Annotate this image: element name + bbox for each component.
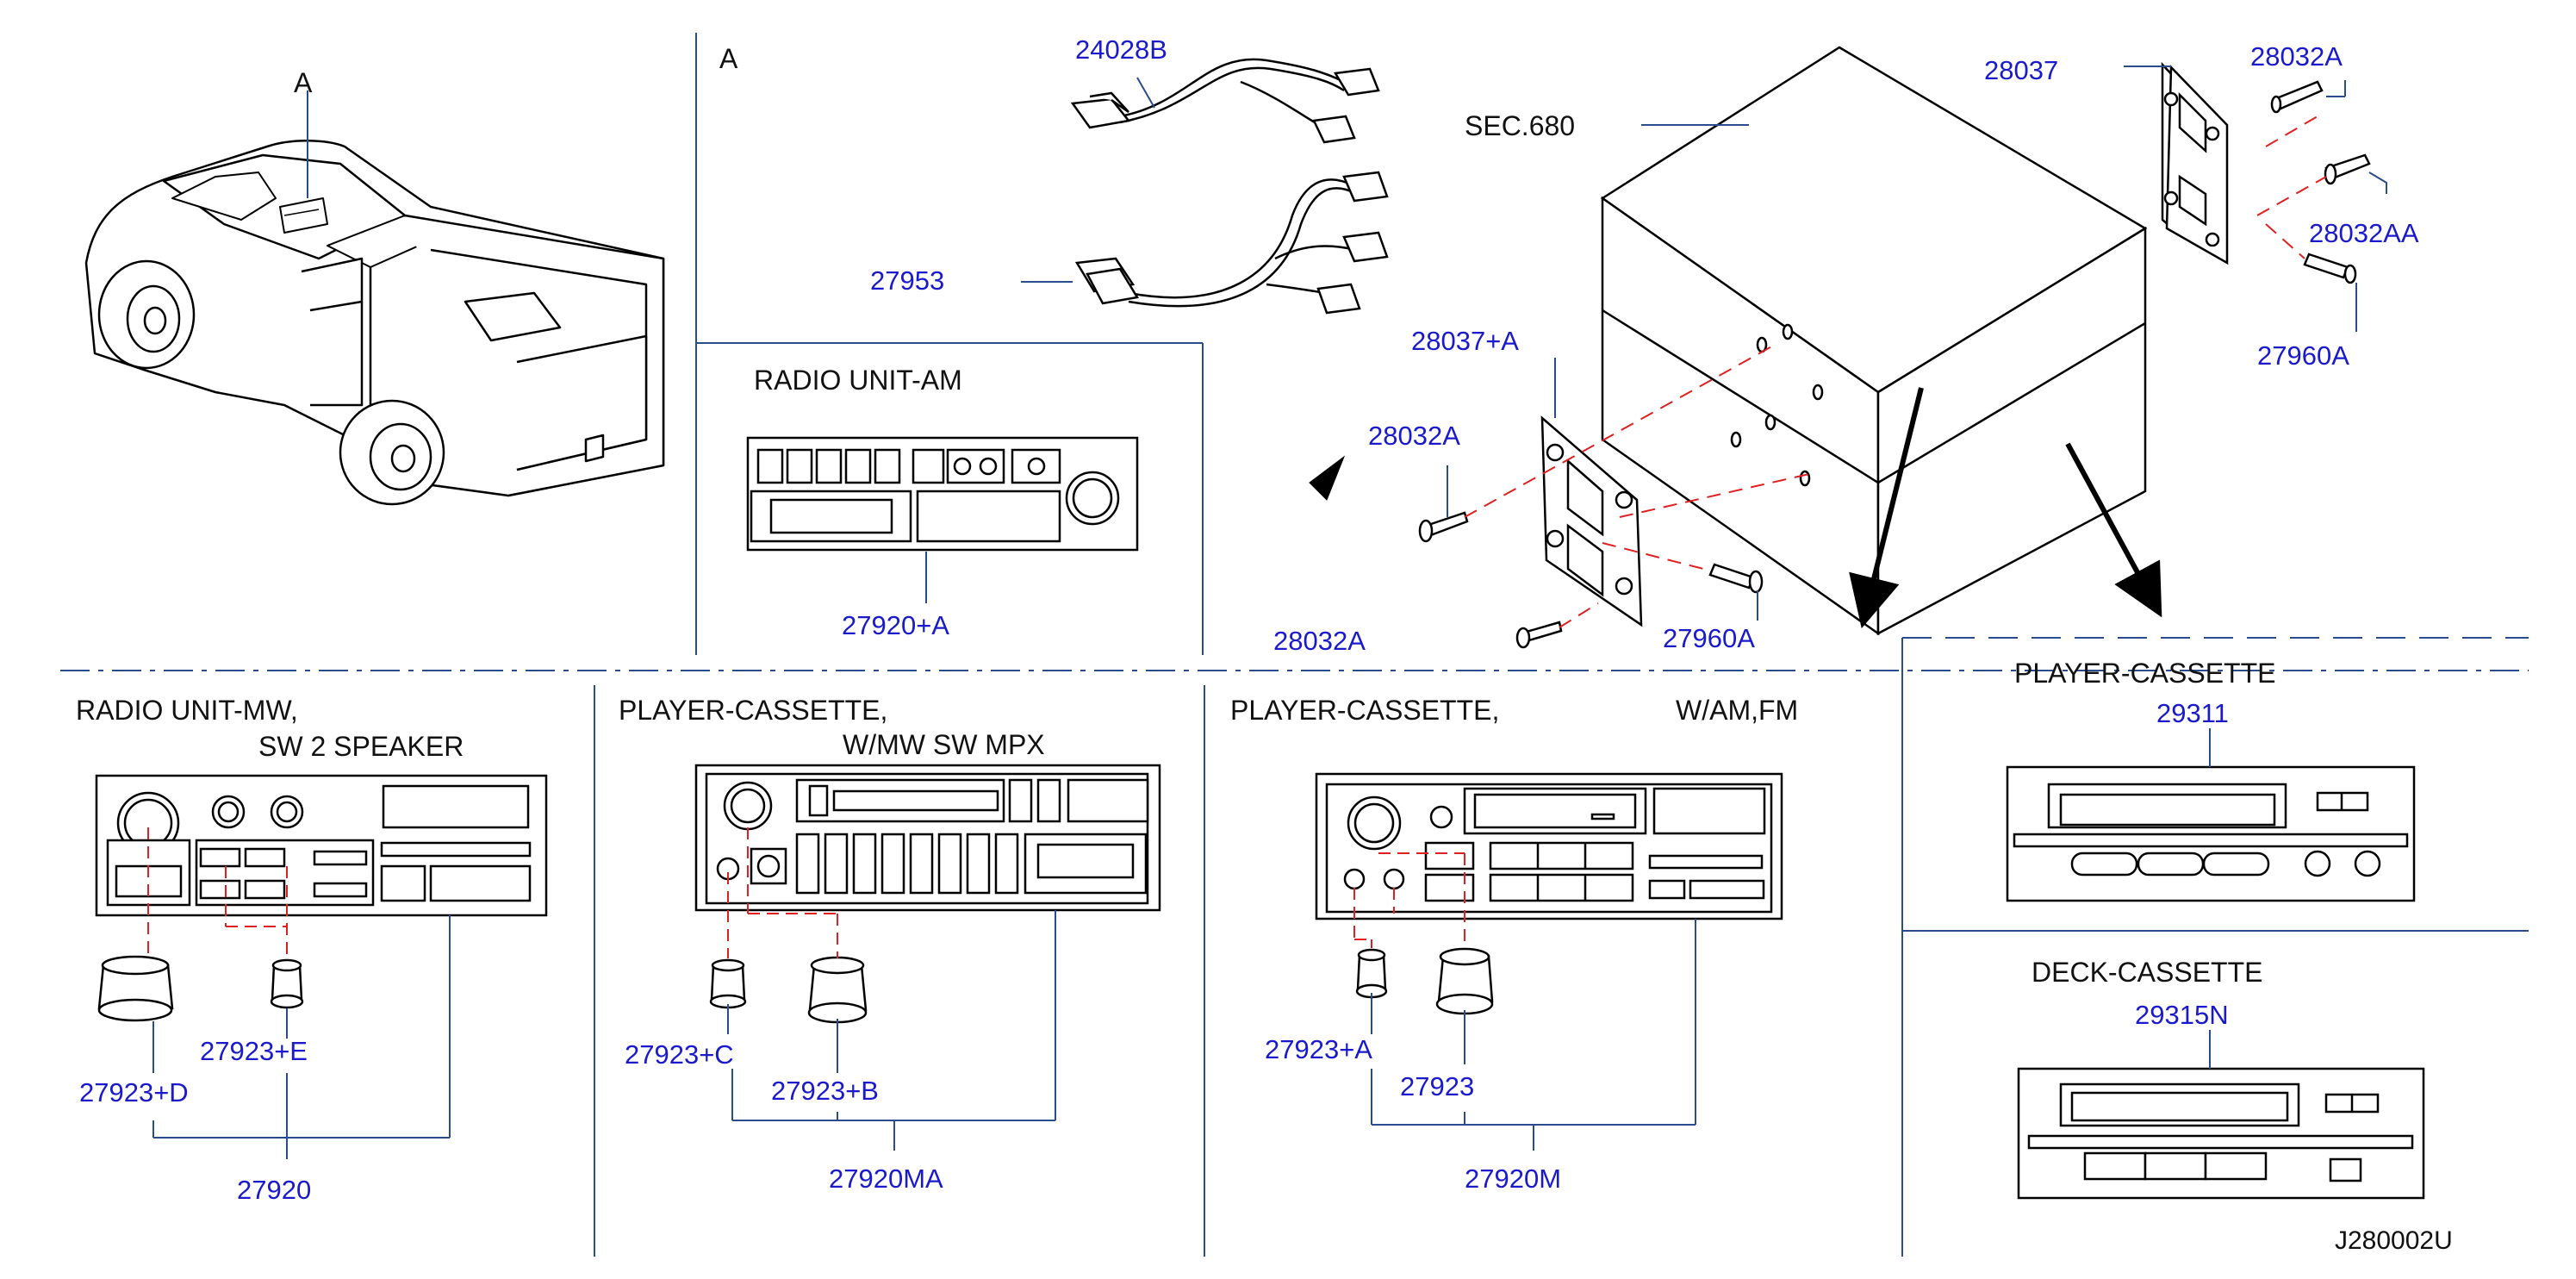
part-28032a-lower[interactable]: 28032A xyxy=(1273,626,1366,656)
direction-arrows xyxy=(1309,387,2162,629)
part-27920ma[interactable]: 27920MA xyxy=(829,1164,943,1194)
part-28032a-left[interactable]: 28032A xyxy=(1368,421,1460,451)
assembly-leader-lines xyxy=(1464,115,2327,628)
part-27923-e[interactable]: 27923+E xyxy=(200,1036,308,1066)
radio-unit-am-illustration xyxy=(746,436,1139,603)
screws xyxy=(1418,80,2371,649)
part-27953[interactable]: 27953 xyxy=(870,265,945,296)
part-27960a-top[interactable]: 27960A xyxy=(2257,340,2349,371)
radio-unit-mw-illustration xyxy=(95,774,548,1022)
player-cassette-title: PLAYER-CASSETTE xyxy=(2014,658,2276,689)
part-29311[interactable]: 29311 xyxy=(2156,698,2229,728)
part-28032aa[interactable]: 28032AA xyxy=(2309,218,2419,248)
mounting-bracket-rear xyxy=(2124,61,2229,265)
wiring-harness-24028b xyxy=(1070,58,1380,144)
part-27920m[interactable]: 27920M xyxy=(1465,1164,1562,1194)
section-a-label: A xyxy=(719,43,738,74)
cassette-amfm-illustration xyxy=(1315,772,1783,1015)
wiring-harness-27953 xyxy=(1021,171,1389,315)
radio-mw-title-1: RADIO UNIT-MW, xyxy=(76,695,298,726)
cassette-mpx-title-2: W/MW SW MPX xyxy=(843,729,1045,760)
radio-am-title: RADIO UNIT-AM xyxy=(754,365,962,396)
pickup-truck-illustration xyxy=(84,90,665,506)
part-27923-c[interactable]: 27923+C xyxy=(625,1039,734,1070)
part-24028b[interactable]: 24028B xyxy=(1075,34,1167,65)
part-29315n[interactable]: 29315N xyxy=(2135,1000,2229,1030)
part-27920[interactable]: 27920 xyxy=(237,1175,312,1205)
radio-mw-title-2: SW 2 SPEAKER xyxy=(258,731,464,762)
audio-unit-box-illustration xyxy=(1600,46,2148,636)
mounting-leader-lines xyxy=(1447,80,2387,621)
part-28032a-top[interactable]: 28032A xyxy=(2250,41,2343,72)
part-27920-a[interactable]: 27920+A xyxy=(842,610,949,640)
part-28037-a[interactable]: 28037+A xyxy=(1411,326,1519,356)
panel-dividers xyxy=(60,33,2529,1257)
cassette-amfm-leaders xyxy=(1353,852,1696,1151)
cassette-amfm-title-1: PLAYER-CASSETTE, xyxy=(1230,695,1500,726)
mounting-bracket-front xyxy=(1540,358,1643,627)
cassette-amfm-title-2: W/AM,FM xyxy=(1676,695,1799,726)
part-27923-a[interactable]: 27923+A xyxy=(1265,1034,1372,1064)
part-27923-b[interactable]: 27923+B xyxy=(771,1076,879,1106)
player-cassette-illustration xyxy=(2006,728,2416,902)
part-27923[interactable]: 27923 xyxy=(1400,1071,1475,1101)
deck-cassette-title: DECK-CASSETTE xyxy=(2032,957,2263,988)
radio-mw-leaders xyxy=(147,827,451,1159)
drawing-number: J280002U xyxy=(2335,1226,2453,1255)
cassette-mpx-title-1: PLAYER-CASSETTE, xyxy=(619,695,888,726)
part-27960a-lower[interactable]: 27960A xyxy=(1663,623,1755,653)
cassette-mpx-leaders xyxy=(727,827,1056,1151)
section-ref-label: SEC.680 xyxy=(1465,110,1576,141)
part-28037[interactable]: 28037 xyxy=(1984,55,2059,85)
deck-cassette-illustration xyxy=(2017,1030,2425,1200)
cassette-mpx-illustration xyxy=(694,764,1161,1024)
truck-view-marker: A xyxy=(294,67,313,98)
part-27923-d[interactable]: 27923+D xyxy=(79,1077,189,1107)
